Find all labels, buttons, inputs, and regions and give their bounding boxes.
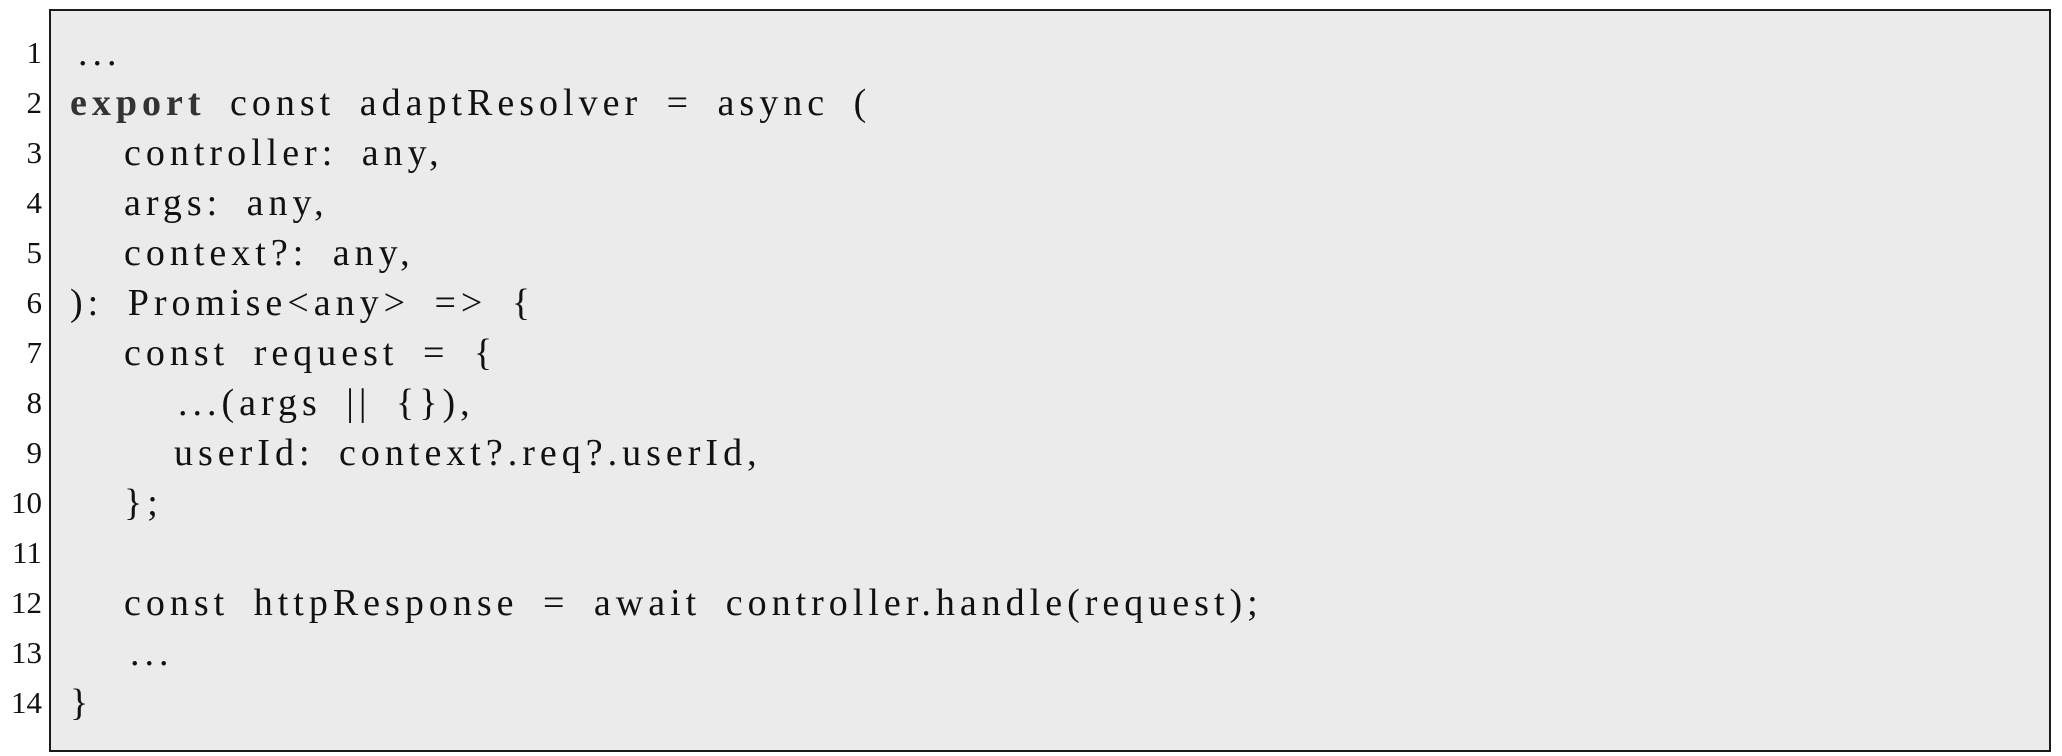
- line-number: 10: [11, 485, 42, 520]
- code-line: userId: context?.req?.userId,: [174, 428, 762, 478]
- code-line: const httpResponse = await controller.ha…: [124, 578, 1263, 628]
- code-text: const request = {: [124, 332, 498, 374]
- code-text: }: [70, 682, 94, 724]
- code-text: args: any,: [124, 182, 329, 224]
- code-text: ): Promise<any> => {: [70, 282, 536, 324]
- code-text: ...: [78, 32, 122, 74]
- code-line: ): Promise<any> => {: [70, 278, 535, 328]
- code-keyword: export: [70, 82, 206, 124]
- line-number: 13: [11, 635, 42, 670]
- code-line: export const adaptResolver = async (: [70, 78, 871, 128]
- line-number: 9: [26, 435, 43, 470]
- code-text: controller: any,: [124, 132, 444, 174]
- code-text: ...: [130, 632, 174, 674]
- code-line: }: [70, 678, 93, 728]
- code-line: controller: any,: [124, 128, 444, 178]
- code-line: args: any,: [124, 178, 329, 228]
- line-number: 5: [26, 235, 43, 270]
- code-line: ...: [130, 628, 174, 678]
- line-number: 3: [26, 135, 43, 170]
- code-line: ...(args || {}),: [178, 378, 475, 428]
- code-text: context?: any,: [124, 232, 415, 274]
- code-text: userId: context?.req?.userId,: [174, 432, 762, 474]
- code-text: const adaptResolver = async (: [205, 82, 872, 124]
- line-number: 14: [11, 685, 42, 720]
- line-number: 6: [26, 285, 43, 320]
- code-text: const httpResponse = await controller.ha…: [124, 582, 1263, 624]
- line-number: 12: [11, 585, 42, 620]
- line-number: 1: [26, 35, 43, 70]
- code-line: const request = {: [124, 328, 497, 378]
- line-number: 2: [26, 85, 43, 120]
- line-number: 8: [26, 385, 43, 420]
- code-line: };: [124, 478, 163, 528]
- line-number: 4: [26, 185, 43, 220]
- line-number: 7: [26, 335, 43, 370]
- code-line: context?: any,: [124, 228, 415, 278]
- line-number: 11: [12, 535, 42, 570]
- code-line: ...: [78, 28, 122, 78]
- code-block: [49, 9, 2051, 752]
- code-text: ...(args || {}),: [178, 382, 475, 424]
- code-text: };: [124, 482, 163, 524]
- line-number-gutter: 1 2 3 4 5 6 7 8 9 10 11 12 13 14: [0, 0, 42, 756]
- code-text-area: ... export const adaptResolver = async (…: [70, 0, 2050, 756]
